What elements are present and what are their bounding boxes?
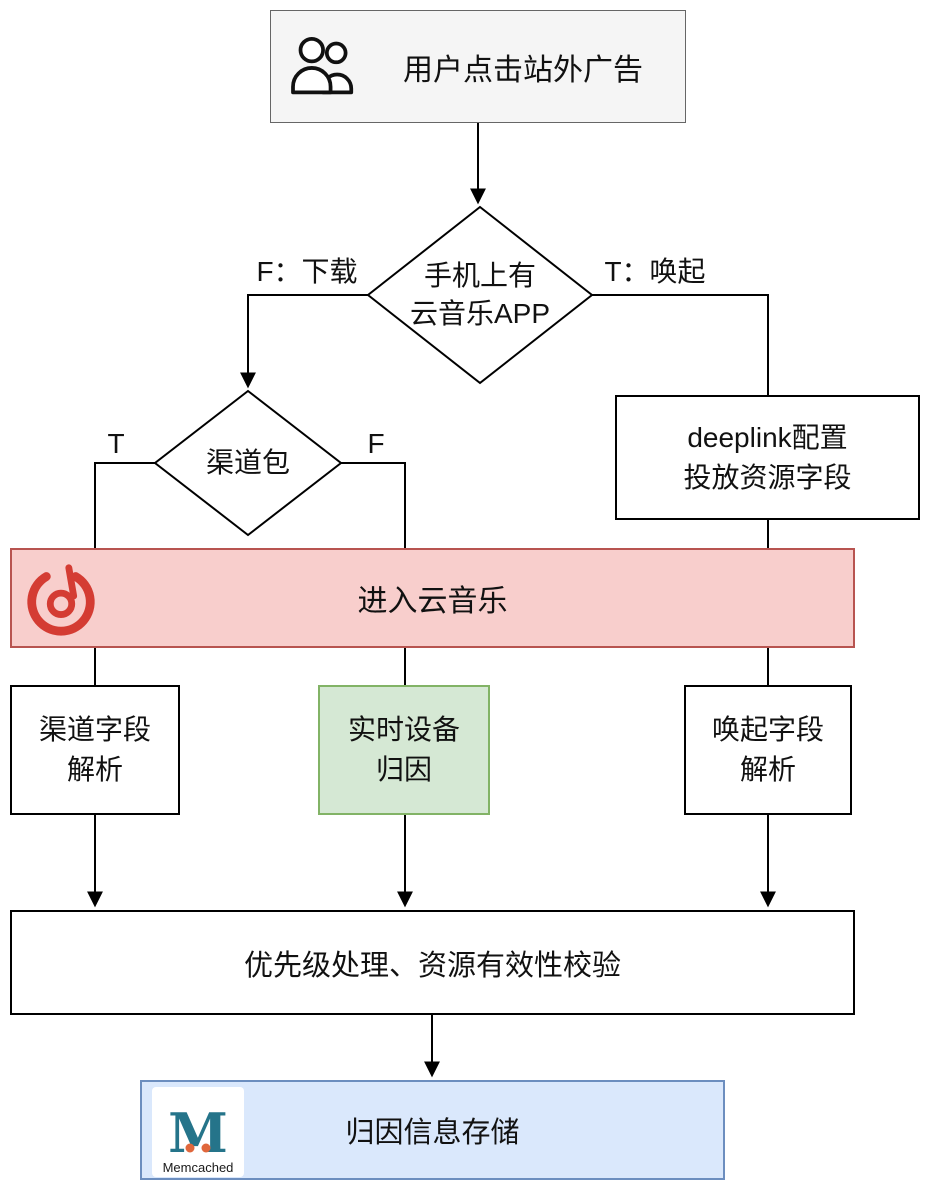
decision-channel-diamond — [153, 389, 343, 537]
channel-parse-line1: 渠道字段 — [38, 714, 151, 745]
decision-has-app-line1: 手机上有 — [423, 260, 536, 291]
branch-label-true-invoke: T：唤起 — [604, 256, 706, 287]
deeplink-config-node: deeplink配置 投放资源字段 — [615, 395, 920, 520]
enter-app-label: 进入云音乐 — [357, 585, 508, 618]
branch-label-channel-true: T — [107, 428, 125, 459]
decision-has-app-diamond — [366, 205, 594, 385]
realtime-line1: 实时设备 — [347, 714, 460, 745]
invoke-parse-line1: 唤起字段 — [711, 714, 824, 745]
users-icon — [289, 36, 359, 98]
channel-parse-node: 渠道字段 解析 — [10, 685, 180, 815]
deeplink-line1: deeplink配置 — [687, 421, 848, 453]
start-label: 用户点击站外广告 — [403, 53, 643, 87]
edge-decision-true-invoke — [592, 294, 769, 395]
memcached-letter: M — [168, 1108, 228, 1160]
invoke-parse-line2: 解析 — [739, 754, 796, 785]
memcached-logo: M Memcached — [152, 1087, 244, 1177]
storage-node: M Memcached 归因信息存储 — [140, 1080, 725, 1180]
storage-label: 归因信息存储 — [345, 1117, 520, 1149]
memcached-caption: Memcached — [162, 1160, 234, 1175]
channel-parse-line2: 解析 — [66, 754, 123, 785]
edge-decision-false-download — [240, 294, 368, 389]
decision-has-app-line2: 云音乐APP — [409, 298, 551, 329]
priority-check-label: 优先级处理、资源有效性校验 — [243, 949, 621, 982]
start-node: 用户点击站外广告 — [270, 10, 686, 123]
branch-label-channel-false: F — [367, 428, 385, 459]
priority-check-node: 优先级处理、资源有效性校验 — [10, 910, 855, 1015]
netease-cloud-music-logo — [20, 557, 102, 639]
decision-has-app-label: 手机上有 云音乐APP — [370, 257, 590, 333]
realtime-line2: 归因 — [375, 754, 432, 785]
enter-app-node: 进入云音乐 — [10, 548, 855, 648]
realtime-attribution-node: 实时设备 归因 — [318, 685, 490, 815]
invoke-parse-node: 唤起字段 解析 — [684, 685, 852, 815]
branch-label-false-download: F：下载 — [256, 256, 358, 287]
deeplink-line2: 投放资源字段 — [683, 461, 852, 493]
decision-channel-label: 渠道包 — [205, 447, 290, 478]
